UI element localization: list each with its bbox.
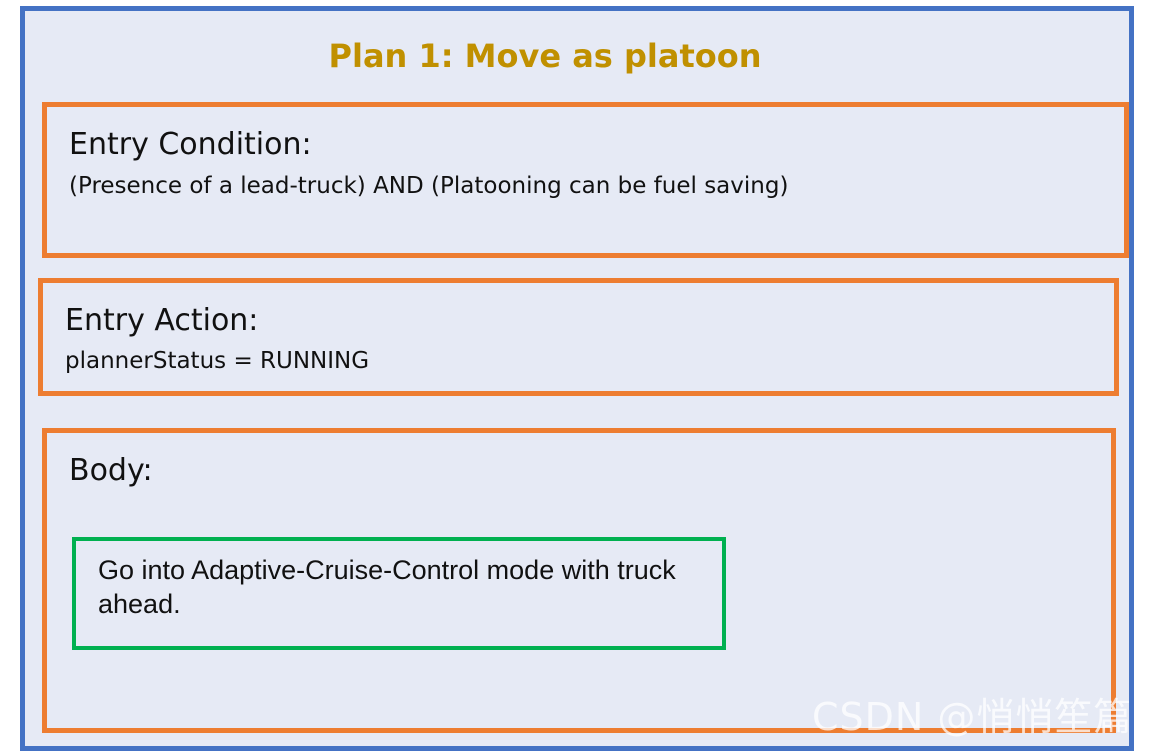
- body-action-box: Go into Adaptive-Cruise-Control mode wit…: [72, 537, 726, 650]
- entry-condition-label: Entry Condition:: [69, 127, 312, 162]
- entry-condition-box: Entry Condition: (Presence of a lead-tru…: [42, 102, 1129, 258]
- plan-title: Plan 1: Move as platoon: [328, 37, 762, 75]
- body-label: Body:: [69, 453, 153, 488]
- plan-frame: Plan 1: Move as platoon: [20, 6, 1134, 751]
- entry-condition-text: (Presence of a lead-truck) AND (Platooni…: [69, 173, 789, 199]
- body-box: Body: Go into Adaptive-Cruise-Control mo…: [42, 428, 1116, 733]
- entry-action-text: plannerStatus = RUNNING: [65, 348, 370, 374]
- entry-action-label: Entry Action:: [65, 303, 259, 338]
- entry-action-box: Entry Action: plannerStatus = RUNNING: [38, 278, 1119, 396]
- body-action-text: Go into Adaptive-Cruise-Control mode wit…: [98, 555, 676, 619]
- csdn-watermark: CSDN @悄悄笙篇: [812, 695, 1133, 739]
